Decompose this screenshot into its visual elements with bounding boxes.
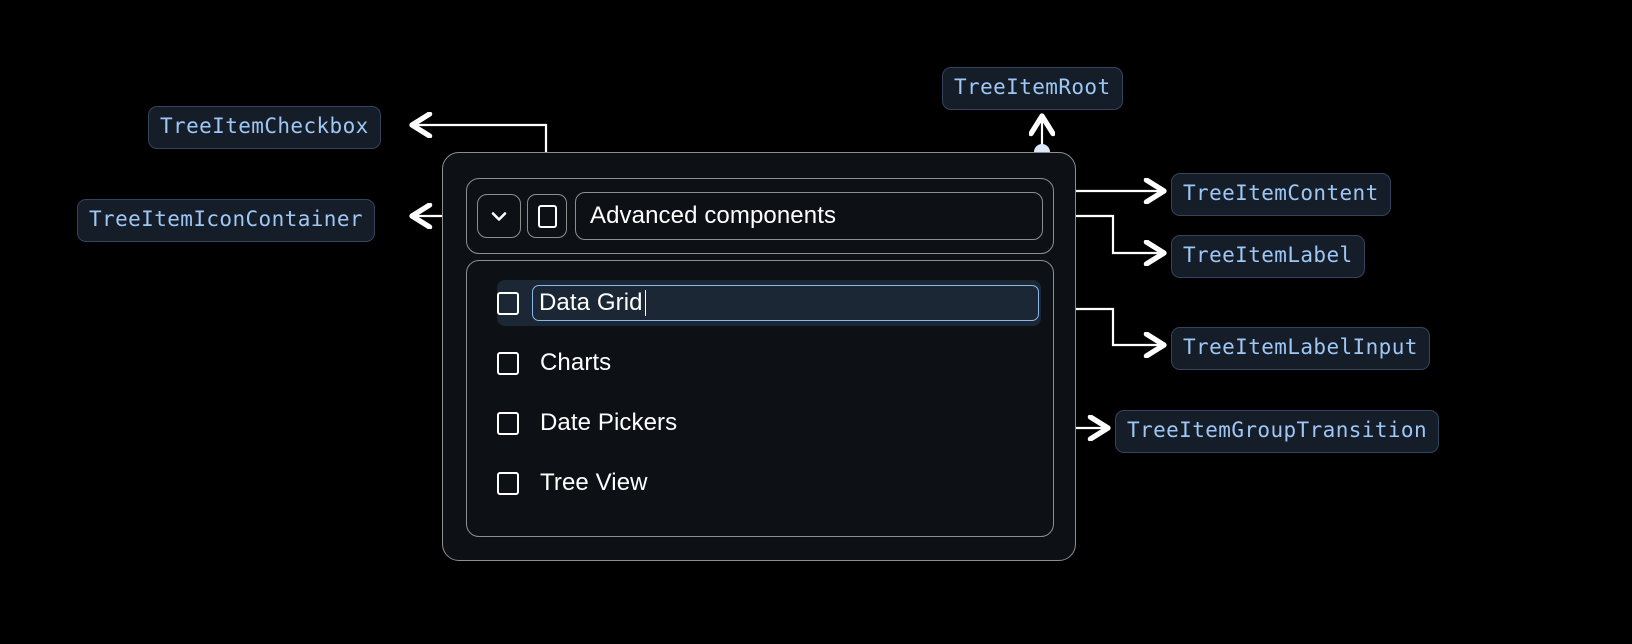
tree-item-child-date-pickers[interactable]: Date Pickers <box>497 400 1041 446</box>
tree-item-label[interactable]: Advanced components <box>575 192 1043 240</box>
tree-item-label-input-value: Data Grid <box>539 289 643 316</box>
checkbox-unchecked-icon[interactable] <box>497 471 519 495</box>
tree-item-child-label: Tree View <box>540 469 648 496</box>
tree-item-child-label: Charts <box>540 349 612 376</box>
annotation-chip-root: TreeItemRoot <box>942 67 1123 110</box>
text-caret <box>644 290 647 316</box>
annotation-chip-label: TreeItemLabel <box>1171 235 1365 278</box>
annotation-chip-label-input: TreeItemLabelInput <box>1171 327 1430 370</box>
tree-item-content[interactable]: Advanced components <box>466 178 1054 254</box>
checkbox-unchecked-icon[interactable] <box>497 291 519 315</box>
tree-item-group-transition: Data Grid Charts Date Pickers Tree View <box>466 260 1054 537</box>
tree-item-checkbox[interactable] <box>527 194 567 238</box>
tree-item-label-input[interactable]: Data Grid <box>532 285 1039 321</box>
checkbox-unchecked-icon[interactable] <box>497 411 519 435</box>
tree-item-child-data-grid[interactable]: Data Grid <box>497 280 1041 326</box>
tree-item-child-charts[interactable]: Charts <box>497 340 1041 386</box>
checkbox-unchecked-icon[interactable] <box>497 351 519 375</box>
chevron-down-icon <box>491 212 507 221</box>
tree-item-child-label: Date Pickers <box>540 409 678 436</box>
checkbox-unchecked-icon <box>537 204 557 228</box>
tree-item-icon-container[interactable] <box>477 194 521 238</box>
annotation-chip-group-transition: TreeItemGroupTransition <box>1115 410 1439 453</box>
annotation-chip-icon-container: TreeItemIconContainer <box>77 199 375 242</box>
tree-item-child-tree-view[interactable]: Tree View <box>497 460 1041 506</box>
annotation-chip-checkbox: TreeItemCheckbox <box>148 106 381 149</box>
annotation-chip-content: TreeItemContent <box>1171 173 1391 216</box>
tree-item-label-text: Advanced components <box>590 202 837 229</box>
